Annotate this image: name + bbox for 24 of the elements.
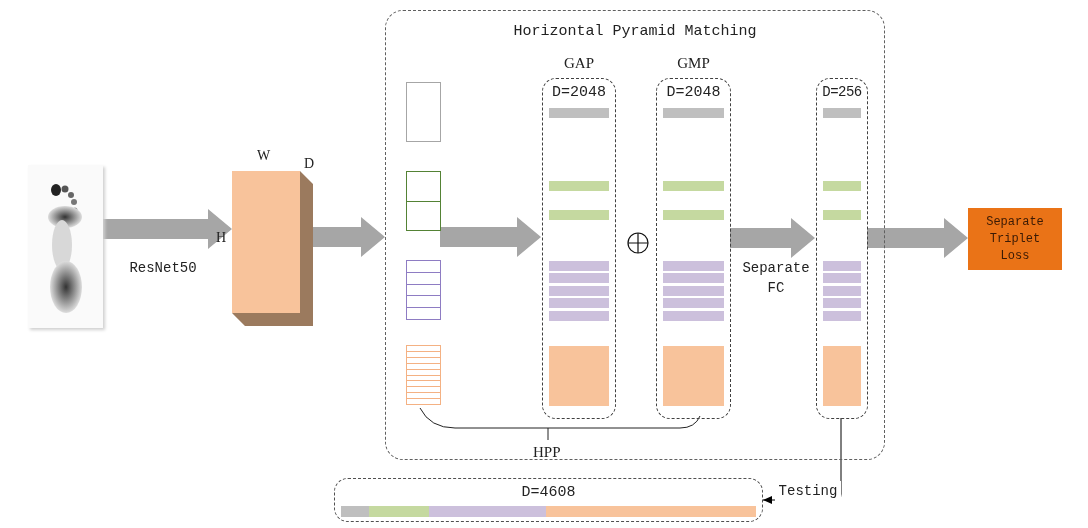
block-arrow (103, 209, 232, 249)
bracket-label: HPP (533, 443, 561, 462)
dimension-label: D=4608 (520, 483, 577, 503)
feature-vector-column (816, 78, 868, 419)
column-heading: GAP (563, 54, 595, 73)
footprint-image (28, 165, 103, 328)
dimension-label: W (257, 149, 271, 163)
loss-label: Separate Triplet Loss (985, 213, 1045, 265)
block-arrow (313, 217, 385, 257)
dimension-label: D=2048 (551, 83, 607, 103)
module-title: Horizontal Pyramid Matching (512, 22, 758, 42)
block-arrow (867, 218, 968, 258)
edge-label: Testing (775, 481, 841, 501)
pyramid-partition-stack (406, 82, 441, 405)
dimension-label: H (216, 231, 227, 245)
column-heading: GMP (676, 54, 711, 73)
concatenated-feature-box (334, 478, 763, 522)
dimension-label: D (304, 157, 315, 171)
dimension-label: D=2048 (665, 83, 722, 103)
block-arrow (730, 218, 815, 258)
block-arrow (440, 217, 541, 257)
loss-box (968, 208, 1062, 270)
dimension-label: D=256 (821, 83, 863, 102)
module-container (385, 10, 885, 460)
